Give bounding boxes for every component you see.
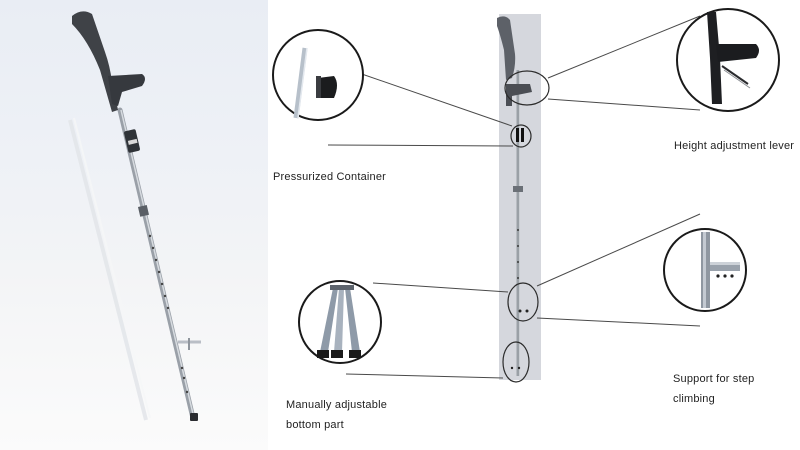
crutch-side-view bbox=[497, 16, 532, 376]
zoom-circle-step-support bbox=[663, 228, 747, 312]
shaft-collar bbox=[137, 205, 149, 217]
side-view-collar bbox=[513, 186, 523, 192]
side-view-cuff bbox=[497, 16, 516, 80]
step-support-render bbox=[178, 338, 201, 350]
crutch-tip bbox=[190, 413, 198, 421]
crutch-render bbox=[72, 11, 201, 421]
ghost-crutch-shadow bbox=[68, 117, 151, 421]
leader-lines bbox=[327, 15, 701, 379]
label-height-adjustment-lever: Height adjustment lever bbox=[674, 140, 795, 152]
label-manually-adjustable-bottom-part: Manually adjustable bottom part bbox=[286, 399, 388, 431]
marker-support bbox=[507, 282, 539, 322]
zoom-circle-height-adjustment-lever bbox=[676, 8, 780, 112]
callout-markers bbox=[502, 70, 550, 383]
zoom-circle-pressurized-container bbox=[272, 29, 364, 121]
zoom-circle-bottom-part bbox=[298, 280, 382, 364]
adjustment-holes bbox=[148, 234, 189, 394]
label-support-for-step-climbing: Support for step climbing bbox=[673, 373, 755, 405]
label-pressurized-container: Pressurized Container bbox=[273, 171, 387, 183]
marker-bottom bbox=[502, 341, 530, 383]
crutch-handle-grip bbox=[108, 74, 145, 106]
forearm-cuff bbox=[72, 11, 118, 112]
side-view-handle bbox=[506, 84, 532, 106]
marker-handle bbox=[504, 70, 550, 106]
crutch-shaft bbox=[117, 107, 196, 421]
marker-container bbox=[510, 124, 532, 148]
